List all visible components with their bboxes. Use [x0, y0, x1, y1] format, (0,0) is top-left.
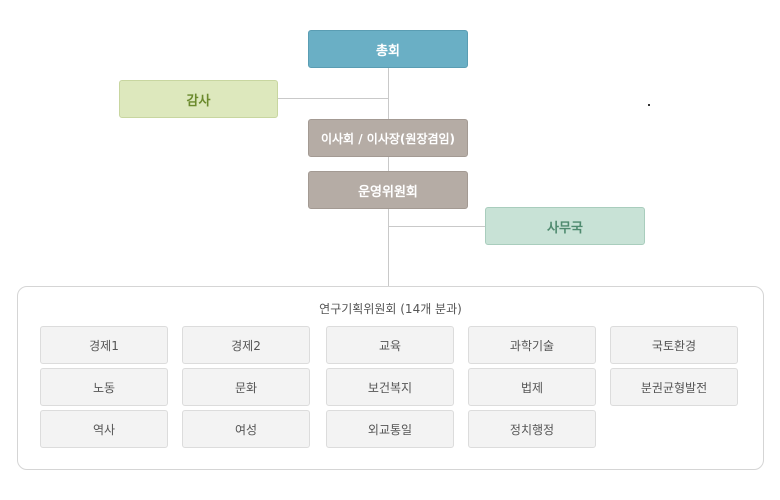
division-diplomacy-unification[interactable]: 외교통일	[326, 410, 454, 448]
board-label: 이사회 / 이사장(원장겸임)	[320, 131, 456, 146]
division-economy-2[interactable]: 경제2	[182, 326, 310, 364]
audit-label: 감사	[186, 93, 211, 109]
division-economy-1[interactable]: 경제1	[40, 326, 168, 364]
board-node[interactable]: 이사회 / 이사장(원장겸임)	[308, 119, 468, 157]
general-assembly-node[interactable]: 총회	[308, 30, 468, 68]
division-politics-administration[interactable]: 정치행정	[468, 410, 596, 448]
division-health-welfare[interactable]: 보건복지	[326, 368, 454, 406]
division-science-technology[interactable]: 과학기술	[468, 326, 596, 364]
division-history[interactable]: 역사	[40, 410, 168, 448]
steering-committee-node[interactable]: 운영위원회	[308, 171, 468, 209]
division-labor[interactable]: 노동	[40, 368, 168, 406]
secretariat-connector	[388, 226, 485, 227]
committee-title: 연구기획위원회 (14개 분과)	[319, 302, 462, 316]
division-culture[interactable]: 문화	[182, 368, 310, 406]
trunk-line-top	[388, 68, 389, 119]
trunk-line-bottom	[388, 209, 389, 286]
audit-node[interactable]: 감사	[119, 80, 278, 118]
stray-dot	[648, 104, 650, 106]
general-assembly-label: 총회	[376, 43, 400, 59]
division-legislation[interactable]: 법제	[468, 368, 596, 406]
division-education[interactable]: 교육	[326, 326, 454, 364]
division-decentralization-balanced-development[interactable]: 분권균형발전	[610, 368, 738, 406]
research-planning-committee-box: 연구기획위원회 (14개 분과) 경제1 경제2 교육 과학기술 국토환경 노동…	[17, 286, 764, 470]
secretariat-label: 사무국	[547, 220, 583, 236]
audit-connector	[278, 98, 388, 99]
division-land-environment[interactable]: 국토환경	[610, 326, 738, 364]
steering-committee-label: 운영위원회	[358, 184, 418, 200]
division-women[interactable]: 여성	[182, 410, 310, 448]
trunk-line-mid	[388, 157, 389, 171]
secretariat-node[interactable]: 사무국	[485, 207, 645, 245]
